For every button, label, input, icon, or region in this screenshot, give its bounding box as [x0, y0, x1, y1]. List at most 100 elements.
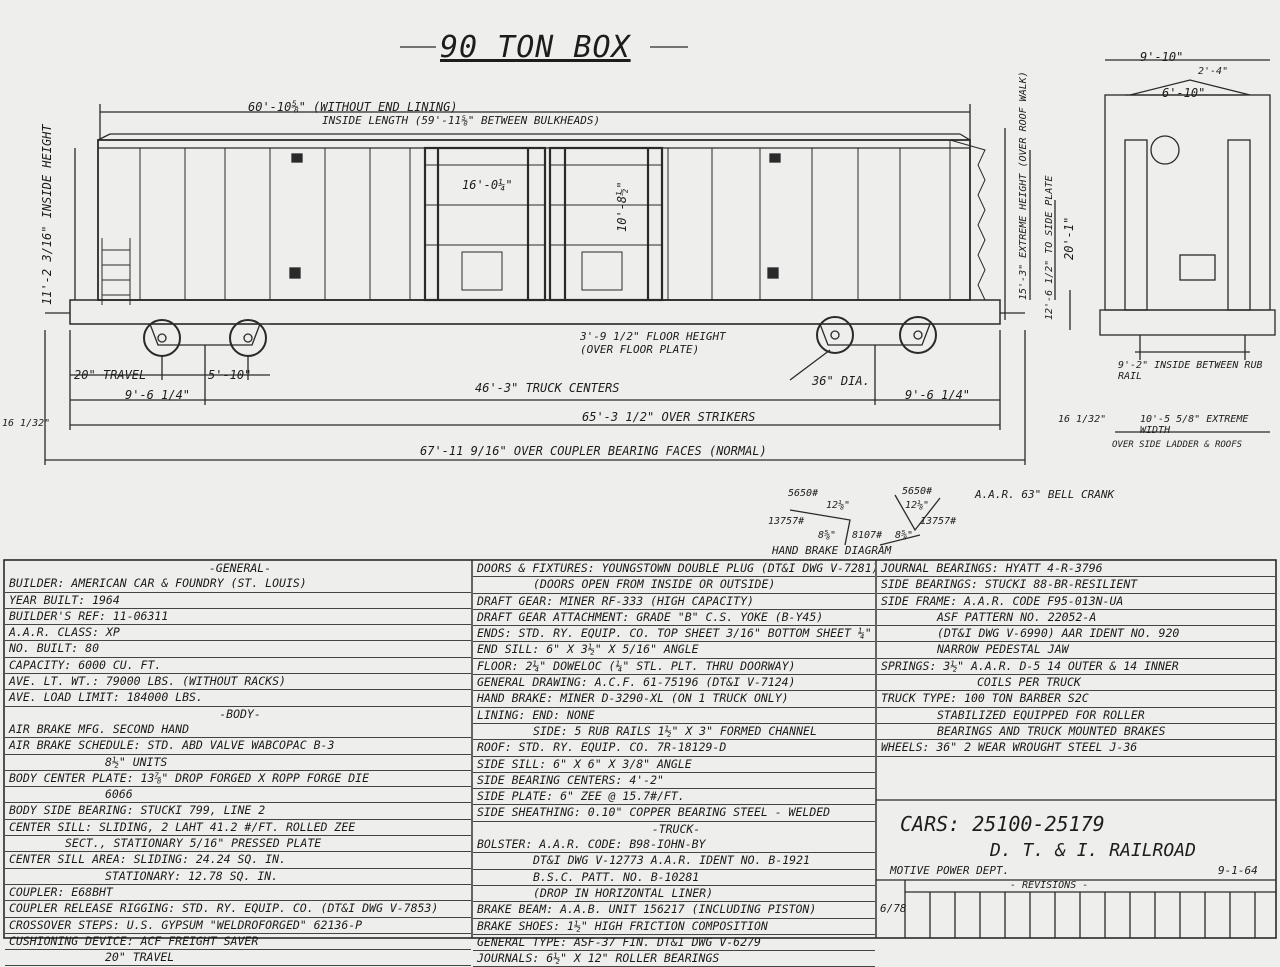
- spec-row: (DROP IN HORIZONTAL LINER): [473, 886, 875, 903]
- spec-row: JOURNAL BEARINGS: HYATT 4-R-3796: [877, 561, 1275, 578]
- spec-row: SIDE SILL: 6" X 6" X 3/8" ANGLE: [473, 757, 875, 773]
- spec-row: BUILDER: AMERICAN CAR & FOUNDRY (ST. LOU…: [5, 576, 471, 593]
- travel-dim: 20" TRAVEL: [74, 368, 147, 382]
- end-roof-width: 6'-10": [1162, 86, 1206, 100]
- spec-row: BOLSTER: A.A.R. CODE: B98-IOHN-BY: [473, 837, 875, 854]
- spec-row: DOORS & FIXTURES: YOUNGSTOWN DOUBLE PLUG…: [473, 561, 875, 578]
- revision-mark: 6/78: [880, 902, 907, 915]
- spec-row: SIDE FRAME: A.A.R. CODE F95-013N-UA: [877, 594, 1275, 610]
- spec-row: NO. BUILT: 80: [5, 641, 471, 658]
- spec-row: DRAFT GEAR ATTACHMENT: GRADE "B" C.S. YO…: [473, 610, 875, 627]
- spec-row: GENERAL TYPE: ASF-37 FIN. DT&I DWG V-627…: [473, 935, 875, 952]
- spec-row: BODY CENTER PLATE: 13⅞" DROP FORGED X RO…: [5, 771, 471, 788]
- axle-spacing-dim: 5'-10": [208, 368, 252, 382]
- drawing-linework: [3, 46, 1277, 939]
- over-coupler-dim: 67'-11 9/16" OVER COUPLER BEARING FACES …: [420, 444, 767, 458]
- spec-row: COUPLER: E68BHT: [5, 885, 471, 902]
- door-height-dim: 10'-8½": [615, 181, 629, 232]
- spec-row: ENDS: STD. RY. EQUIP. CO. TOP SHEET 3/16…: [473, 626, 875, 643]
- spec-row: SIDE: 5 RUB RAILS 1½" X 3" FORMED CHANNE…: [473, 724, 875, 741]
- spec-row: SIDE BEARINGS: STUCKI 88-BR-RESILIENT: [877, 577, 1275, 594]
- hb-v3: 13757#: [768, 516, 805, 527]
- spec-row: AVE. LT. WT.: 79000 LBS. (WITHOUT RACKS): [5, 674, 471, 691]
- spec-row: B.S.C. PATT. NO. B-10281: [473, 870, 875, 886]
- hb-v9: 8⅝": [895, 530, 914, 541]
- spec-row: AIR BRAKE MFG. SECOND HAND: [5, 722, 471, 739]
- hb-v8: 13757#: [920, 516, 957, 527]
- hb-v5: 8107#: [852, 530, 883, 541]
- railroad-name: D. T. & I. RAILROAD: [990, 840, 1196, 861]
- spec-row: LINING: END: NONE: [473, 708, 875, 724]
- middle-column: DOORS & FIXTURES: YOUNGSTOWN DOUBLE PLUG…: [473, 561, 875, 967]
- spec-row: NARROW PEDESTAL JAW: [877, 642, 1275, 659]
- hb-v4: 8⅝": [818, 530, 837, 541]
- spec-row: DT&I DWG V-12773 A.A.R. IDENT NO. B-1921: [473, 853, 875, 870]
- right-column: JOURNAL BEARINGS: HYATT 4-R-3796 SIDE BE…: [877, 561, 1275, 757]
- spec-row: BRAKE BEAM: A.A.B. UNIT 156217 (INCLUDIN…: [473, 902, 875, 919]
- spec-row: AIR BRAKE SCHEDULE: STD. ABD VALVE WABCO…: [5, 738, 471, 755]
- spec-row: (DT&I DWG V-6990) AAR IDENT NO. 920: [877, 626, 1275, 643]
- door-width-dim: 16'-0¼": [462, 178, 513, 192]
- spec-row: SIDE BEARING CENTERS: 4'-2": [473, 773, 875, 790]
- spec-row: SIDE SHEATHING: 0.10" COPPER BEARING STE…: [473, 805, 875, 822]
- spec-row: (DOORS OPEN FROM INSIDE OR OUTSIDE): [473, 577, 875, 594]
- spec-row: SPRINGS: 3½" A.A.R. D-5 14 OUTER & 14 IN…: [877, 659, 1275, 676]
- spec-row: FLOOR: 2¼" DOWELOC (¼" STL. PLT. THRU DO…: [473, 659, 875, 676]
- truck-header: -TRUCK-: [651, 821, 701, 836]
- end-over-ladder: OVER SIDE LADDER & ROOFS: [1112, 440, 1243, 450]
- spec-row: ASF PATTERN NO. 22052-A: [877, 610, 1275, 627]
- spec-row: 6066: [5, 787, 471, 804]
- truck-overhang-left: 9'-6 1/4": [125, 388, 191, 402]
- end-top-sub: 2'-4": [1198, 66, 1229, 77]
- truck-overhang-right: 9'-6 1/4": [905, 388, 971, 402]
- hb-crank: A.A.R. 63" BELL CRANK: [975, 488, 1115, 501]
- truck-centers-dim: 46'-3" TRUCK CENTERS: [475, 381, 620, 395]
- spec-row: CAPACITY: 6000 CU. FT.: [5, 658, 471, 675]
- right-offset-dim: 16 1/32": [1058, 414, 1107, 425]
- inside-length-dim: 60'-10⅝" (WITHOUT END LINING): [248, 100, 458, 114]
- spec-row: AVE. LOAD LIMIT: 184000 LBS.: [5, 690, 471, 707]
- spec-row: ROOF: STD. RY. EQUIP. CO. 7R-18129-D: [473, 740, 875, 757]
- side-plate-dim: 12'-6 1/2" TO SIDE PLATE: [1044, 175, 1055, 321]
- general-column: -GENERAL- BUILDER: AMERICAN CAR & FOUNDR…: [5, 561, 471, 967]
- inside-length-note: INSIDE LENGTH (59'-11⅝" BETWEEN BULKHEAD…: [322, 114, 601, 127]
- spec-row: DRAFT GEAR: MINER RF-333 (HIGH CAPACITY): [473, 594, 875, 610]
- spec-row: TRUCK TYPE: 100 TON BARBER S2C: [877, 691, 1275, 708]
- spec-row: BODY SIDE BEARING: STUCKI 799, LINE 2: [5, 803, 471, 820]
- revisions-label: - REVISIONS -: [1010, 880, 1089, 891]
- general-header: -GENERAL-: [208, 561, 272, 575]
- spec-row: GENERAL DRAWING: A.C.F. 61-75196 (DT&I V…: [473, 675, 875, 692]
- spec-row: YEAR BUILT: 1964: [5, 593, 471, 609]
- spec-row: BUILDER'S REF: 11-06311: [5, 609, 471, 626]
- floor-height-dim: 3'-9 1/2" FLOOR HEIGHT (OVER FLOOR PLATE…: [580, 330, 726, 356]
- spec-row: COUPLER RELEASE RIGGING: STD. RY. EQUIP.…: [5, 901, 471, 918]
- end-extreme-width: 10'-5 5/8" EXTREME WIDTH: [1140, 414, 1249, 436]
- body-header: -BODY-: [219, 706, 261, 721]
- spec-row: SECT., STATIONARY 5/16" PRESSED PLATE: [5, 836, 471, 853]
- spec-row: STABILIZED EQUIPPED FOR ROLLER: [877, 708, 1275, 724]
- spec-row: END SILL: 6" X 3½" X 5/16" ANGLE: [473, 642, 875, 659]
- spec-row: CROSSOVER STEPS: U.S. GYPSUM "WELDROFORG…: [5, 918, 471, 934]
- cars-range: CARS: 25100-25179: [900, 812, 1105, 836]
- spec-row: JOURNALS: 6½" X 12" ROLLER BEARINGS: [473, 951, 875, 967]
- inside-height-dim: 11'-2 3/16" INSIDE HEIGHT: [40, 124, 54, 305]
- dept-name: MOTIVE POWER DEPT.: [890, 864, 1010, 877]
- over-strikers-dim: 65'-3 1/2" OVER STRIKERS: [582, 410, 756, 424]
- hb-v1: 5650#: [788, 488, 819, 499]
- spec-row: CENTER SILL AREA: SLIDING: 24.24 SQ. IN.: [5, 852, 471, 869]
- drawing-date: 9-1-64: [1218, 864, 1258, 877]
- spec-row: HAND BRAKE: MINER D-3290-XL (ON 1 TRUCK …: [473, 691, 875, 708]
- spec-row: BRAKE SHOES: 1½" HIGH FRICTION COMPOSITI…: [473, 919, 875, 935]
- left-offset-dim: 16 1/32": [2, 418, 51, 429]
- end-top-width: 9'-10": [1140, 50, 1184, 64]
- spec-row: 8½" UNITS: [5, 755, 471, 771]
- drawing-title: 90 TON BOX: [440, 30, 631, 65]
- spec-row: 20" TRAVEL: [5, 950, 471, 967]
- spec-row: BEARINGS AND TRUCK MOUNTED BRAKES: [877, 724, 1275, 741]
- hb-v2: 12⅛": [826, 500, 851, 511]
- eave-dim: 20'-1": [1062, 216, 1076, 260]
- hb-v7: 12⅛": [905, 500, 930, 511]
- spec-row: COILS PER TRUCK: [877, 675, 1275, 692]
- end-rub-rail: 9'-2" INSIDE BETWEEN RUB RAIL: [1118, 360, 1263, 382]
- wheel-dia-dim: 36" DIA.: [812, 374, 870, 388]
